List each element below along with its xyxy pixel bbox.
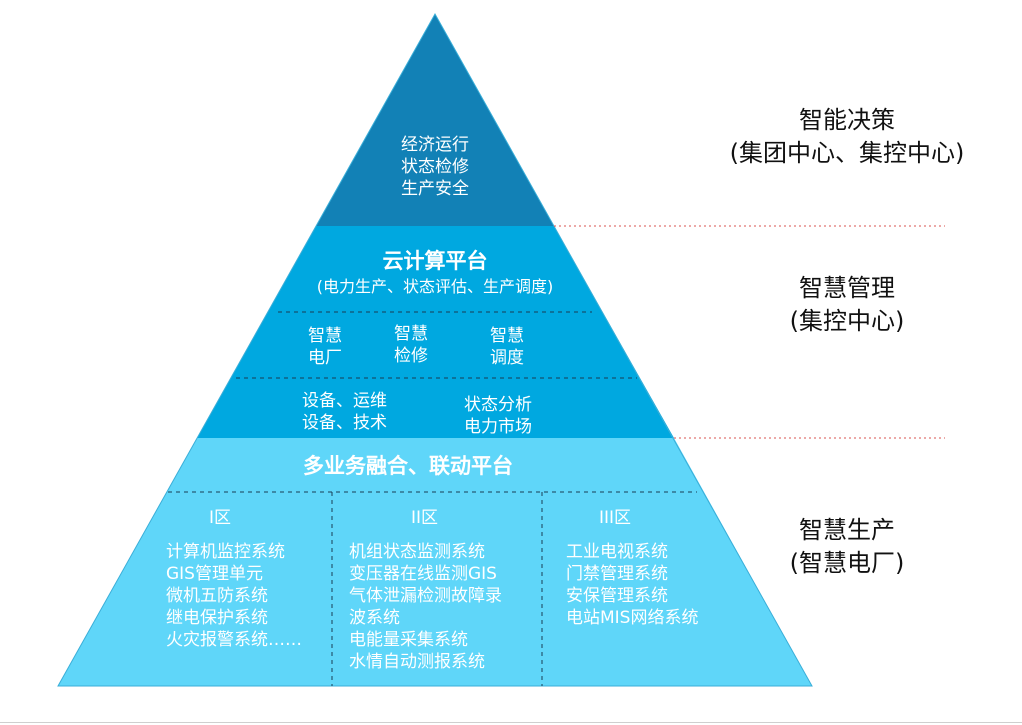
pyramid-outline [57, 12, 813, 687]
equipment-note: 设备、运维 设备、技术 [302, 391, 387, 433]
zone-3-name: III区 [599, 508, 632, 528]
zone-1-items: 计算机监控系统 GIS管理单元 微机五防系统 继电保护系统 火灾报警系统…… [166, 542, 302, 650]
bottom-rule [0, 722, 1022, 723]
middle-title: 云计算平台 [382, 249, 488, 273]
analysis-note: 状态分析 电力市场 [464, 395, 532, 437]
module-smart-maintenance: 智慧 检修 [394, 324, 428, 366]
pyramid-tier-base [58, 438, 812, 686]
zone-2-items: 机组状态监测系统 变压器在线监测GIS 气体泄漏检测故障录 波系统 电能量采集系… [349, 542, 502, 672]
pyramid-tier-apex [316, 14, 554, 226]
level-label-management: 智慧管理 (集控中心) [789, 274, 905, 335]
pyramid-tier-middle [197, 226, 674, 438]
zone-1-name: I区 [209, 508, 232, 528]
zone-3-items: 工业电视系统 门禁管理系统 安保管理系统 电站MIS网络系统 [566, 542, 699, 628]
module-smart-dispatch: 智慧 调度 [490, 326, 524, 368]
apex-text: 经济运行 状态检修 生产安全 [401, 135, 469, 199]
level-label-decision: 智能决策 (集团中心、集控中心) [729, 106, 965, 167]
level-label-production: 智慧生产 (智慧电厂) [789, 516, 905, 577]
module-smart-plant: 智慧 电厂 [308, 326, 342, 368]
base-title: 多业务融合、联动平台 [303, 454, 513, 478]
zone-2-name: II区 [411, 508, 439, 528]
middle-subtitle: (电力生产、状态评估、生产调度) [316, 277, 554, 296]
